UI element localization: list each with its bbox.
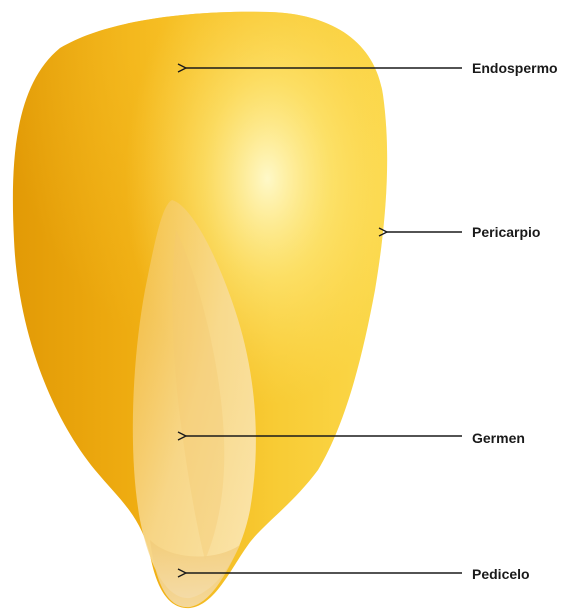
label-pedicelo: Pedicelo: [472, 566, 530, 582]
label-endospermo: Endospermo: [472, 60, 558, 76]
label-germen: Germen: [472, 430, 525, 446]
label-pericarpio: Pericarpio: [472, 224, 540, 240]
